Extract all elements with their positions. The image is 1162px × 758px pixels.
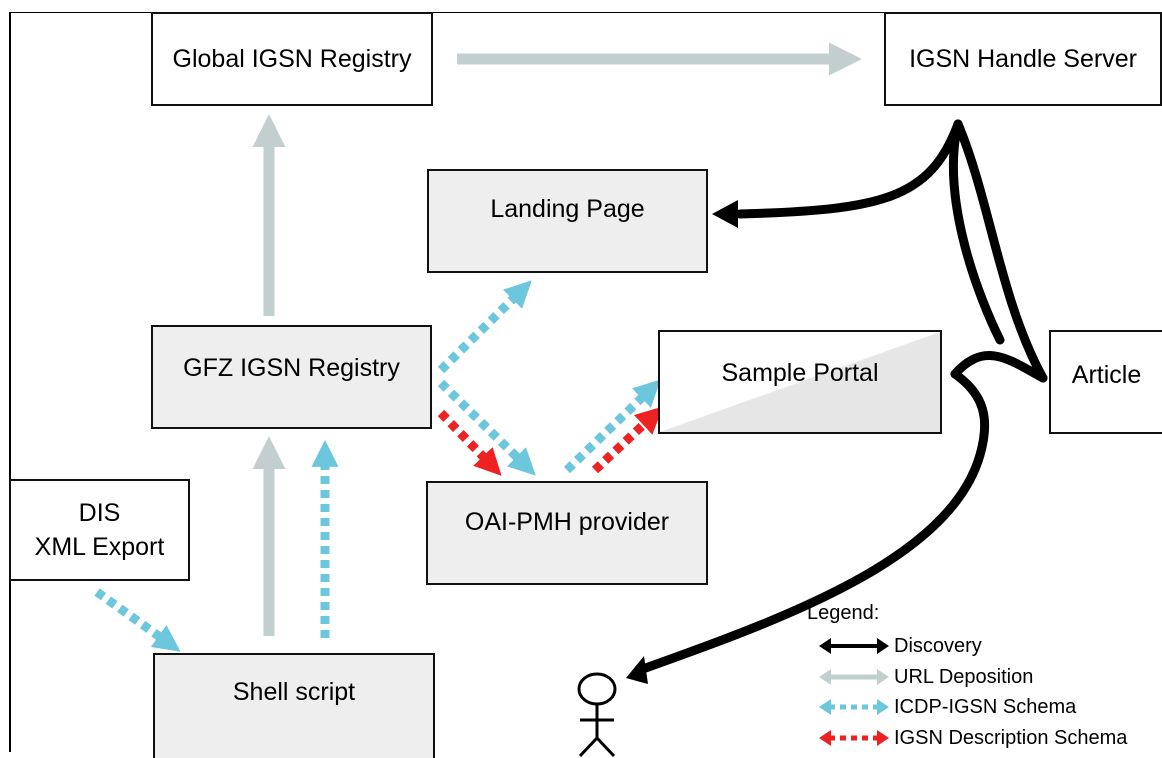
frame-left-border	[9, 12, 11, 752]
frame-top-border	[9, 12, 1162, 13]
dis-xml-export-box: DIS XML Export	[9, 479, 190, 581]
shell-script-box: Shell script	[153, 653, 435, 758]
legend-label-icdp-schema: ICDP-IGSN Schema	[894, 696, 1077, 718]
landing-page-label: Landing Page	[490, 195, 645, 223]
xml-export-label: XML Export	[34, 533, 165, 561]
oai-pmh-provider-box: OAI-PMH provider	[426, 481, 708, 585]
discovery-legend-icon	[819, 638, 889, 654]
oai-pmh-provider-label: OAI-PMH provider	[464, 508, 670, 536]
legend-item-url-deposition: URL Deposition	[817, 665, 1162, 689]
shell-script-label: Shell script	[232, 678, 356, 706]
icdp-schema-arrow	[437, 379, 536, 476]
icdp-schema-arrow	[94, 588, 181, 652]
igsn-handle-server-box: IGSN Handle Server	[884, 12, 1162, 106]
global-igsn-registry-box: Global IGSN Registry	[151, 12, 433, 106]
legend-label-igsn-description: IGSN Description Schema	[894, 727, 1128, 749]
user-stick-figure	[577, 672, 617, 758]
discovery-arrowhead	[626, 656, 648, 684]
gfz-igsn-registry-box: GFZ IGSN Registry	[151, 325, 432, 429]
global-igsn-registry-label: Global IGSN Registry	[172, 45, 412, 73]
discovery-arrowhead	[712, 200, 738, 228]
igsn-description-arrow	[437, 409, 502, 476]
sample-portal-label: Sample Portal	[721, 359, 879, 387]
url-deposition-legend-icon	[819, 669, 889, 685]
article-label: Article	[1071, 361, 1142, 389]
landing-page-box: Landing Page	[427, 169, 708, 273]
igsn-description-legend-icon	[819, 730, 889, 746]
legend-label-url-deposition: URL Deposition	[894, 666, 1034, 688]
sample-portal-box: Sample Portal	[658, 330, 942, 434]
icdp-schema-legend-icon	[819, 699, 889, 715]
article-box: Article	[1049, 330, 1162, 434]
igsn-handle-server-label: IGSN Handle Server	[909, 45, 1137, 73]
icdp-schema-arrow	[437, 280, 532, 374]
legend-item-discovery: Discovery	[817, 634, 1162, 658]
legend-item-igsn-description: IGSN Description Schema	[817, 726, 1162, 750]
discovery-paths	[635, 119, 1048, 675]
icdp-schema-arrow	[563, 379, 661, 474]
igsn-description-arrow	[591, 406, 663, 474]
legend-label-discovery: Discovery	[894, 635, 982, 657]
legend-title: Legend:	[807, 602, 880, 624]
legend-item-icdp-schema: ICDP-IGSN Schema	[817, 695, 1162, 719]
gfz-igsn-registry-label: GFZ IGSN Registry	[183, 354, 400, 382]
dis-label: DIS	[78, 499, 121, 527]
